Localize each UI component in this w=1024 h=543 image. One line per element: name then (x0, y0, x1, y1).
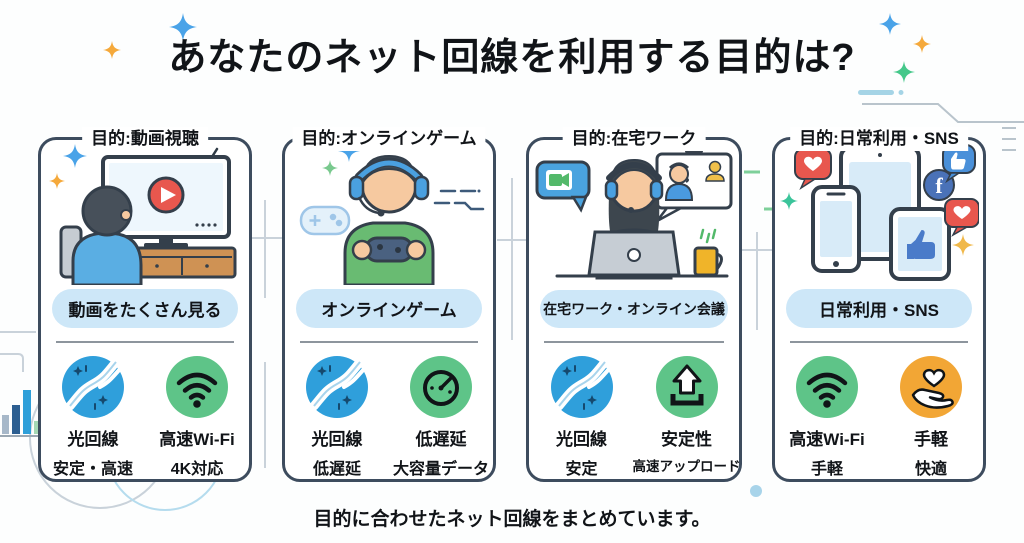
fiber-line-icon (550, 356, 613, 418)
tv (101, 155, 231, 248)
feature-line1: 光回線 (311, 430, 363, 449)
feature-line2: 快適 (914, 461, 947, 478)
feature-line2: 高速アップロード (632, 459, 741, 474)
feature-line2: 4K対応 (170, 461, 224, 478)
viewer-person (59, 185, 143, 285)
speed-gauge-icon (410, 356, 472, 418)
sparkle-icons (103, 13, 931, 83)
smartphone (811, 185, 861, 273)
divider (790, 341, 968, 343)
feature-line2: 手軽 (810, 461, 843, 478)
fiber-line-icon (306, 356, 368, 418)
card-header: 目的:日常利用・SNS (790, 127, 968, 151)
usage-pill: 日常利用・SNS (786, 289, 972, 328)
card-online-game: 目的:オンラインゲーム (282, 127, 496, 482)
feature-line2: 安定 (565, 461, 598, 478)
feature-line2: 大容量データ (392, 461, 489, 478)
feature-fiber: 光回線 低遅延 (285, 356, 389, 479)
gamer-person (343, 154, 435, 285)
person-watching-tv-illustration (41, 140, 249, 285)
remote-worker-illustration (529, 140, 739, 286)
online-gamer-illustration (285, 140, 493, 285)
speed-lines (433, 189, 485, 211)
feature-wifi: 高速Wi-Fi 4K対応 (145, 356, 249, 479)
ghost-controller (299, 205, 351, 236)
divider (56, 341, 234, 343)
feature-row: 高速Wi-Fi 手軽 手軽 快適 (775, 343, 983, 479)
bottom-caption: 目的に合わせたネット回線をまとめています。 (313, 509, 711, 530)
svg-text:f: f (935, 173, 943, 198)
card-video-watching: 目的:動画視聴 (38, 127, 252, 482)
hand-heart-icon (900, 356, 962, 418)
video-chat-bubble (535, 160, 591, 213)
feature-line2: 安定・高速 (52, 461, 133, 478)
divider (544, 341, 724, 343)
feature-line1: 安定性 (661, 430, 712, 449)
usage-pill: オンラインゲーム (296, 289, 482, 328)
heart-badge (794, 148, 832, 190)
wifi-icon (166, 356, 228, 418)
feature-wifi: 高速Wi-Fi 手軽 (775, 356, 879, 479)
feature-line2: 低遅延 (312, 461, 361, 478)
purpose-cards: 目的:動画視聴 (38, 127, 986, 482)
feature-low-latency: 低遅延 大容量データ (389, 356, 493, 479)
tv-cabinet (127, 246, 237, 279)
feature-line1: 高速Wi-Fi (159, 430, 235, 449)
feature-line1: 光回線 (67, 430, 119, 449)
usage-pill: 動画をたくさん見る (52, 289, 238, 328)
card-header: 目的:オンラインゲーム (292, 127, 486, 151)
facebook-icon: f (923, 169, 955, 201)
feature-line1: 手軽 (914, 430, 948, 449)
fiber-line-icon (62, 356, 124, 418)
usage-pill: 在宅ワーク・オンライン会議 (540, 290, 728, 328)
feature-row: 光回線 低遅延 低遅延 大容量データ (285, 343, 493, 479)
feature-line1: 光回線 (556, 430, 607, 449)
card-header: 目的:在宅ワーク (562, 127, 706, 151)
upload-icon (655, 356, 718, 418)
devices-sns-illustration: f (775, 140, 983, 285)
thumbs-up-badge (942, 144, 976, 184)
feature-fiber: 光回線 安定・高速 (41, 356, 145, 479)
card-header: 目的:動画視聴 (82, 127, 208, 151)
heart-badge-right (944, 198, 979, 237)
page-title: あなたのネット回線を利用する目的は? (168, 37, 856, 79)
feature-stability: 安定性 高速アップロード (632, 356, 741, 479)
mini-tablet-like (889, 207, 951, 281)
coffee-mug (693, 228, 723, 277)
laptop (587, 230, 681, 277)
feature-line1: 低遅延 (415, 430, 467, 449)
mini-bar-chart (0, 390, 44, 437)
divider (300, 341, 478, 343)
feature-row: 光回線 安定・高速 高速Wi-Fi 4K対応 (41, 343, 249, 479)
feature-row: 光回線 安定 安定性 高速アップロード (529, 343, 741, 479)
card-daily-sns: 目的:日常利用・SNS (772, 127, 986, 482)
card-remote-work: 目的:在宅ワーク (526, 127, 742, 482)
video-call-window (655, 145, 733, 223)
feature-fiber: 光回線 安定 (529, 356, 634, 479)
wifi-icon (796, 356, 858, 418)
feature-easy: 手軽 快適 (879, 356, 983, 479)
feature-line1: 高速Wi-Fi (789, 430, 865, 449)
